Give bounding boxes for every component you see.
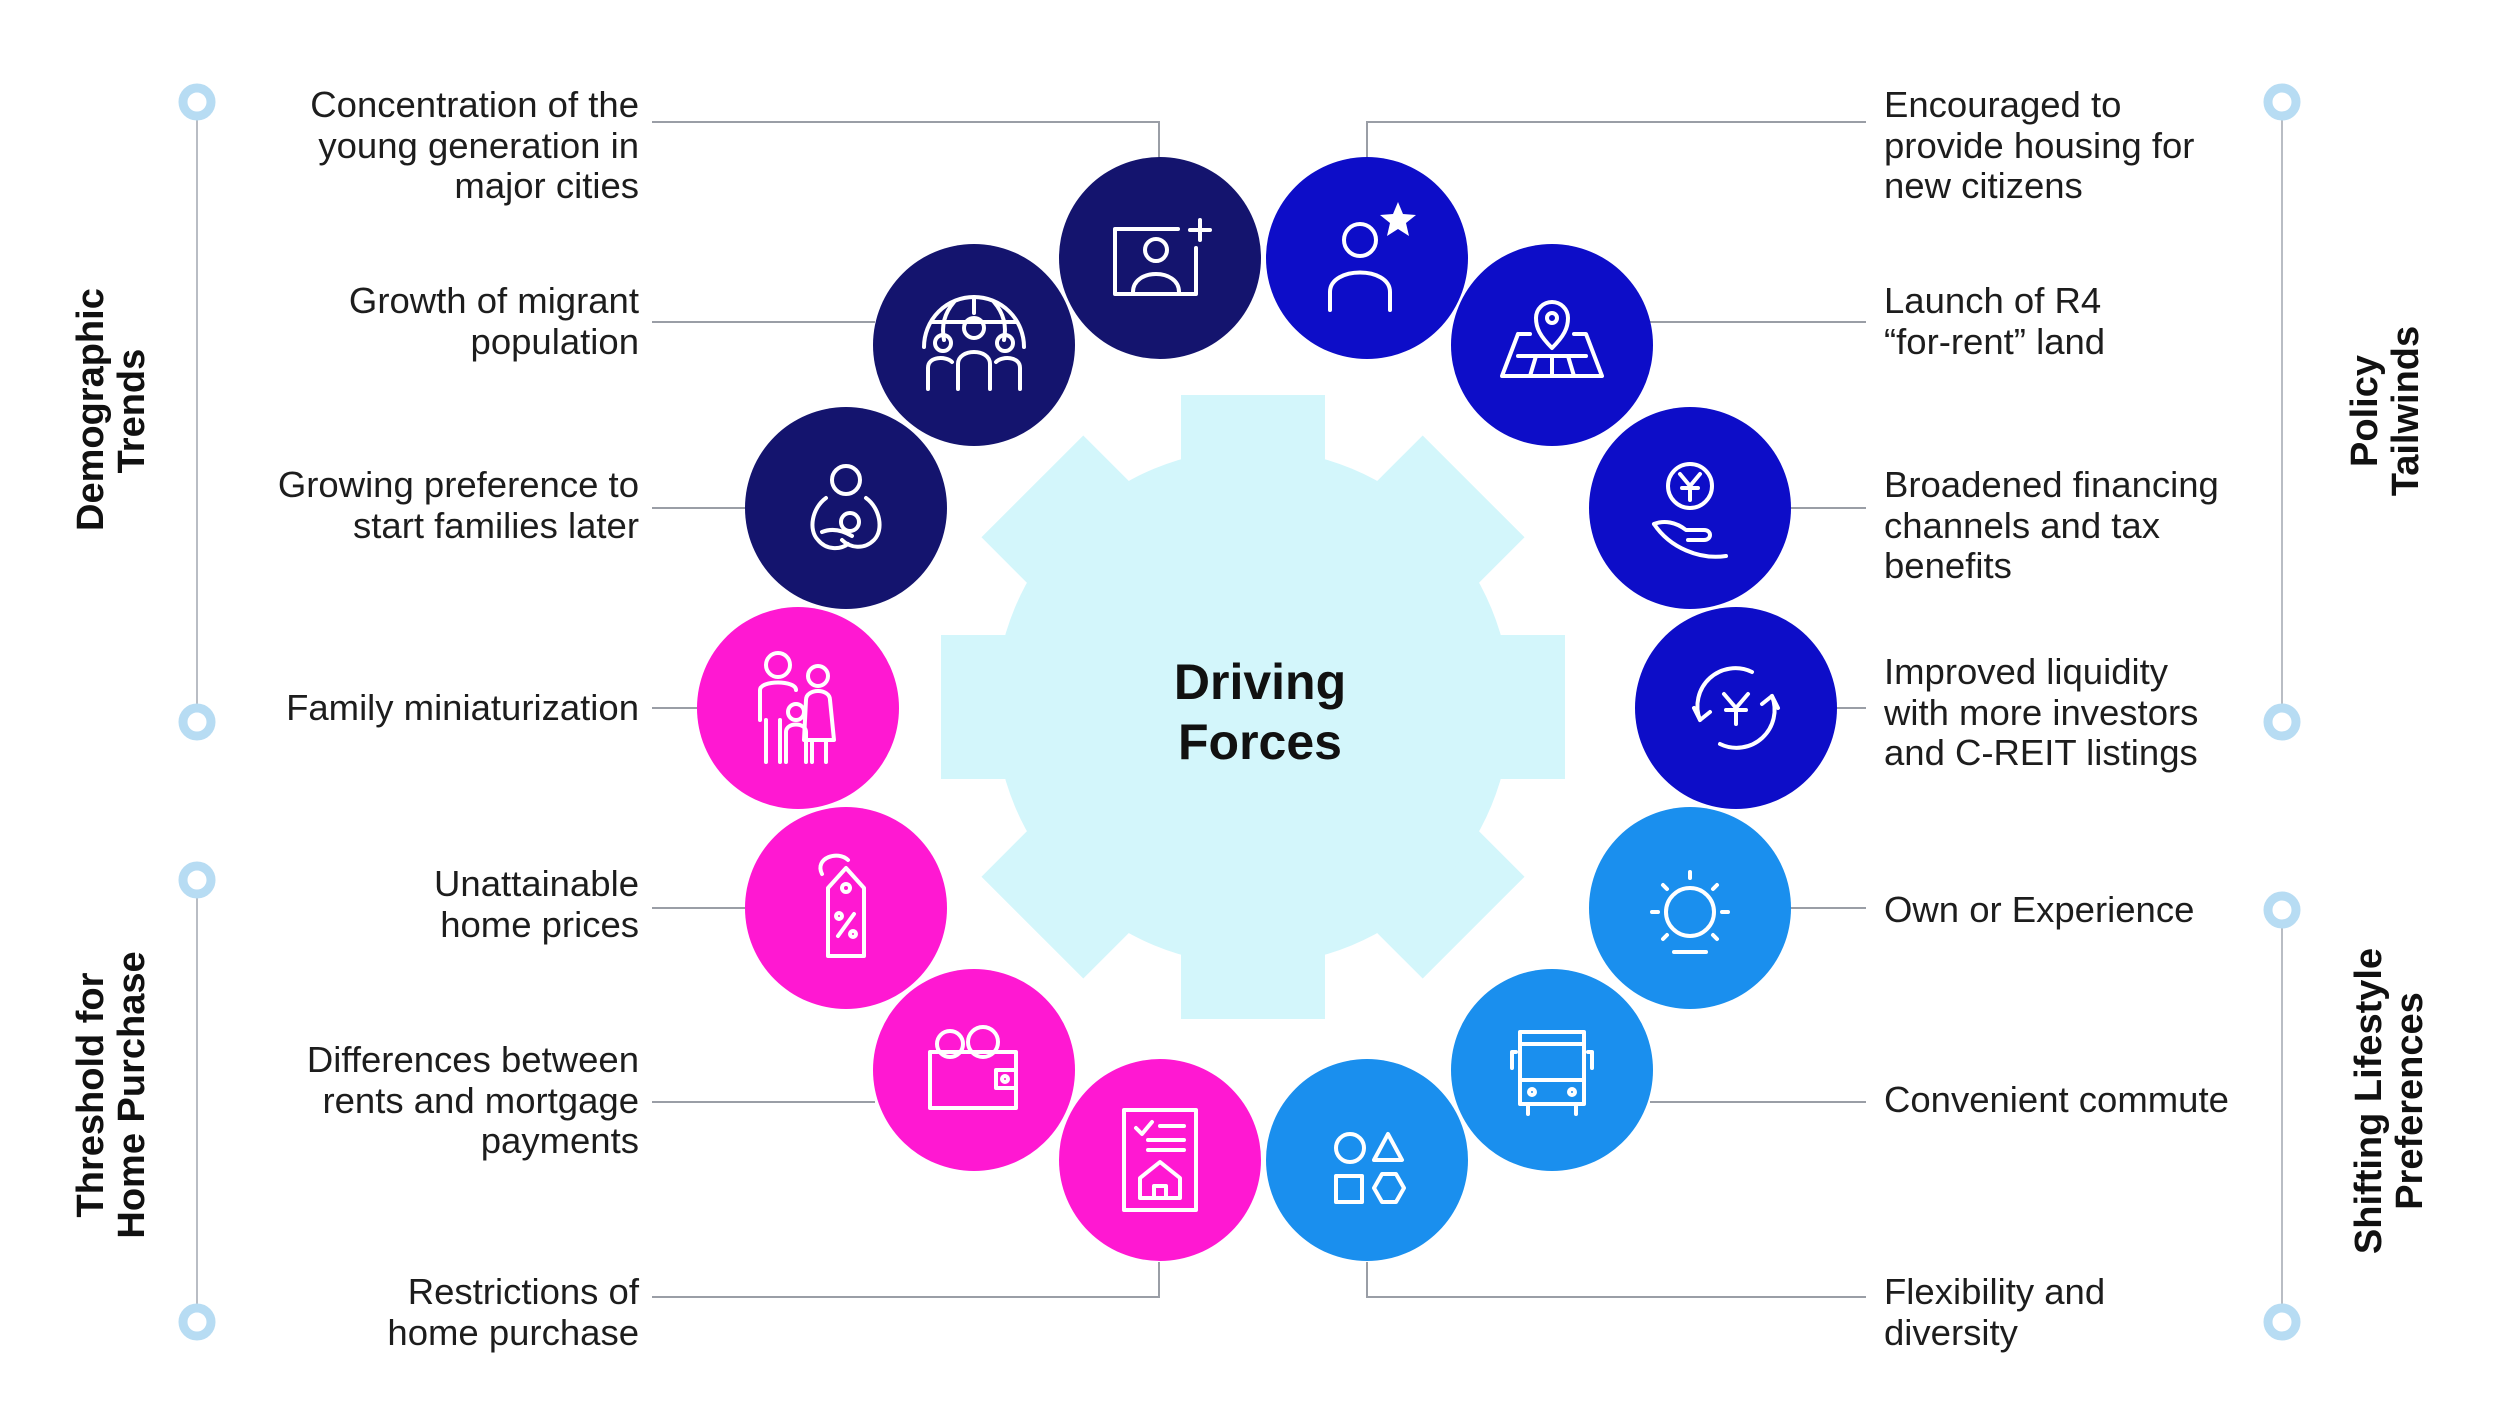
circle-liquidity (1635, 607, 1837, 809)
price-tag-icon (818, 853, 866, 958)
sun-icon (1650, 870, 1730, 954)
label-purchase-restrictions: Restrictions of home purchase (387, 1271, 639, 1353)
circle-own-or-experience (1589, 807, 1791, 1009)
map-pin-icon (1500, 300, 1604, 378)
yuan-hand-icon (1652, 462, 1728, 559)
bus-icon (1510, 1030, 1594, 1116)
category-policy-tailwinds: Policy Tailwinds (2344, 325, 2427, 497)
shapes-icon (1334, 1132, 1406, 1204)
circle-migrant-population (873, 244, 1075, 446)
category-threshold-home-purchase: Threshold for Home Purchase (70, 951, 153, 1239)
circle-home-prices (745, 807, 947, 1009)
wallet-icon (928, 1025, 1018, 1110)
circle-purchase-restrictions (1059, 1059, 1261, 1261)
house-document-icon (1122, 1108, 1198, 1212)
bracket-demographic (178, 83, 216, 741)
label-start-families-later: Growing preference to start families lat… (277, 464, 639, 546)
label-young-generation: Concentration of the young generation in… (310, 84, 639, 206)
label-commute: Convenient commute (1884, 1079, 2229, 1120)
circle-start-families-later (745, 407, 947, 609)
star-icon (1380, 202, 1416, 236)
label-r4-land: Launch of R4 “for-rent” land (1884, 280, 2106, 362)
label-new-citizens: Encouraged to provide housing for new ci… (1884, 84, 2195, 206)
category-demographic-trends: Demographic Trends (70, 288, 153, 531)
globe-people-icon (922, 295, 1026, 391)
circle-new-citizens (1266, 157, 1468, 359)
bracket-threshold (178, 861, 216, 1341)
circle-financing-channels (1589, 407, 1791, 609)
circle-young-generation (1059, 157, 1261, 359)
label-liquidity: Improved liquidity with more investors a… (1884, 651, 2199, 773)
connector-lines (652, 121, 1866, 1298)
person-star-icon (1328, 222, 1392, 312)
center-title: Driving Forces (1173, 654, 1347, 770)
circle-rents-vs-mortgage (873, 969, 1075, 1171)
label-migrant-population: Growth of migrant population (348, 280, 639, 362)
label-own-or-experience: Own or Experience (1884, 889, 2195, 930)
circle-family-miniaturization (697, 607, 899, 809)
gear-shape (941, 395, 1565, 1019)
circle-commute (1451, 969, 1653, 1171)
bracket-lifestyle (2263, 891, 2301, 1341)
label-financing-channels: Broadened financing channels and tax ben… (1884, 464, 2219, 586)
label-family-miniaturization: Family miniaturization (286, 687, 639, 728)
family-icon (758, 651, 836, 764)
label-home-prices: Unattainable home prices (434, 863, 639, 945)
label-flexibility: Flexibility and diversity (1884, 1271, 2106, 1353)
bracket-policy (2263, 83, 2301, 741)
portrait-plus-icon (1113, 218, 1212, 296)
circle-r4-land (1451, 244, 1653, 446)
label-rents-vs-mortgage: Differences between rents and mortgage p… (306, 1039, 639, 1161)
mother-baby-icon (810, 464, 882, 551)
circle-flexibility (1266, 1059, 1468, 1261)
category-lifestyle-preferences: Shifting Lifestyle Preferences (2348, 947, 2431, 1255)
yuan-cycle-icon (1692, 666, 1780, 750)
